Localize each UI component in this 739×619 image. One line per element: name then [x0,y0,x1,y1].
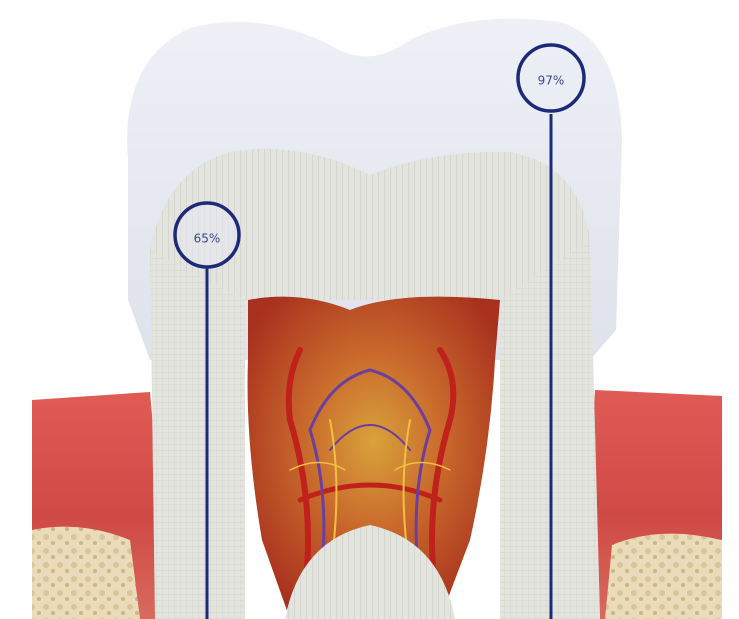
callout-label-right: 97% [538,74,565,88]
bone-left [32,527,140,619]
bone-right [605,534,722,619]
callout-label-left: 65% [194,232,221,246]
